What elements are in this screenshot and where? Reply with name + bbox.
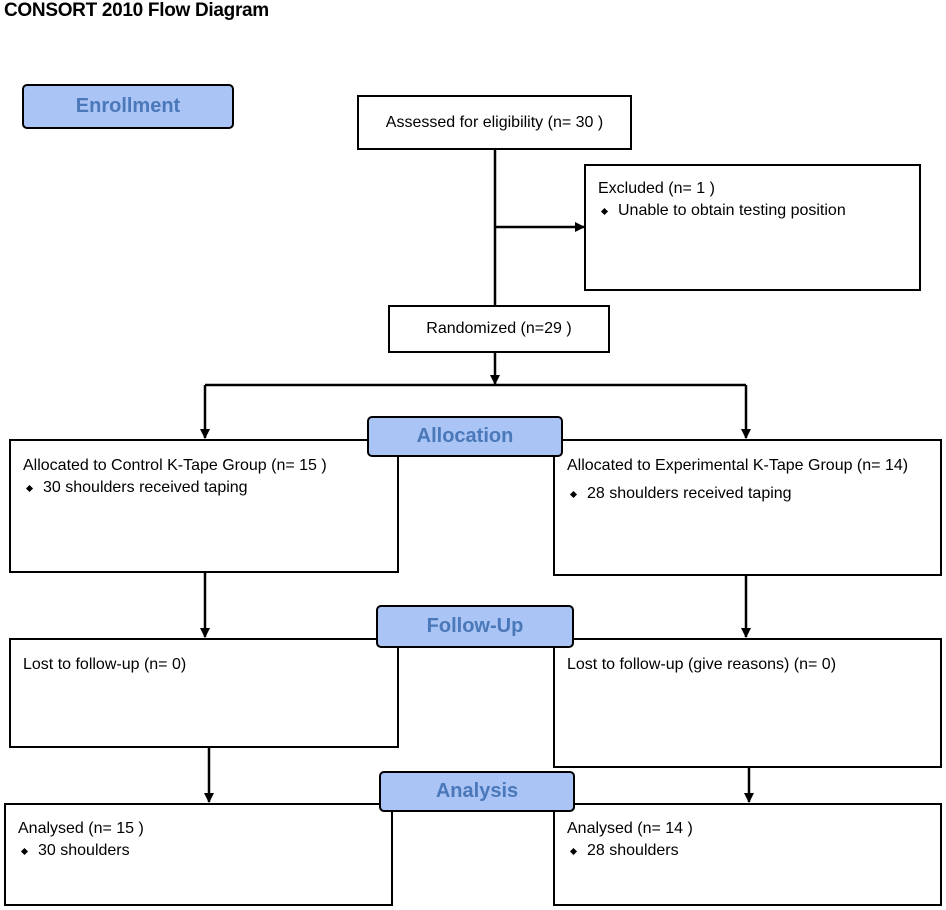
- experimental-analysis-box: Analysed (n= 14 ) 28 shoulders: [553, 803, 942, 906]
- control-lost-text: Lost to follow-up (n= 0): [23, 656, 187, 673]
- assessed-text: Assessed for eligibility (n= 30 ): [385, 113, 604, 131]
- experimental-analysed-detail: 28 shoulders: [567, 840, 940, 862]
- experimental-allocation-title: Allocated to Experimental K-Tape Group (…: [567, 457, 909, 474]
- experimental-allocation-detail: 28 shoulders received taping: [567, 483, 940, 505]
- stage-follow-up: Follow-Up: [376, 605, 574, 648]
- randomized-box: Randomized (n=29 ): [388, 305, 610, 353]
- control-allocation-box: Allocated to Control K-Tape Group (n= 15…: [9, 439, 399, 573]
- stage-enrollment: Enrollment: [22, 84, 234, 129]
- randomized-text: Randomized (n=29 ): [426, 320, 572, 337]
- control-allocation-detail: 30 shoulders received taping: [23, 477, 397, 499]
- experimental-analysed-title: Analysed (n= 14 ): [567, 820, 693, 837]
- stage-allocation: Allocation: [367, 416, 563, 457]
- excluded-reason: Unable to obtain testing position: [598, 200, 919, 222]
- experimental-followup-box: Lost to follow-up (give reasons) (n= 0): [553, 638, 942, 768]
- experimental-allocation-box: Allocated to Experimental K-Tape Group (…: [553, 439, 942, 576]
- stage-analysis: Analysis: [379, 771, 575, 812]
- control-analysed-title: Analysed (n= 15 ): [18, 820, 144, 837]
- control-allocation-title: Allocated to Control K-Tape Group (n= 15…: [23, 457, 327, 474]
- assessed-box: Assessed for eligibility (n= 30 ): [357, 95, 632, 150]
- excluded-box: Excluded (n= 1 ) Unable to obtain testin…: [584, 164, 921, 291]
- control-analysed-detail: 30 shoulders: [18, 840, 391, 862]
- control-followup-box: Lost to follow-up (n= 0): [9, 638, 399, 748]
- excluded-title: Excluded (n= 1 ): [598, 180, 715, 197]
- control-analysis-box: Analysed (n= 15 ) 30 shoulders: [4, 803, 393, 906]
- experimental-lost-text: Lost to follow-up (give reasons) (n= 0): [567, 656, 837, 673]
- diagram-title: CONSORT 2010 Flow Diagram: [4, 0, 269, 21]
